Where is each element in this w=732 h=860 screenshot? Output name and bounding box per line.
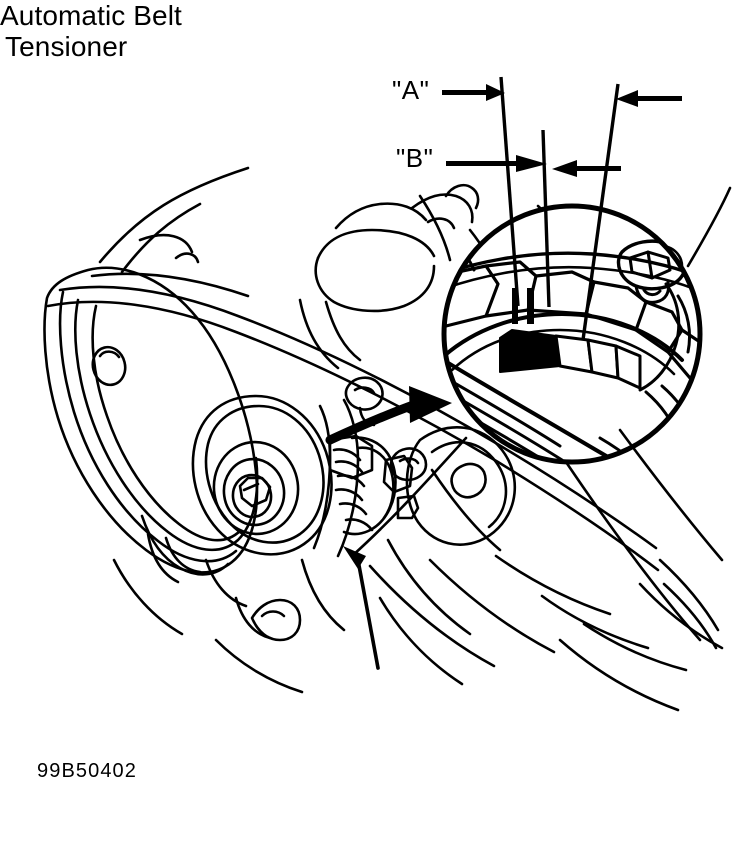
belt-lower-run: [658, 558, 720, 650]
callout-b-arrow: [446, 155, 547, 172]
magnifier-leader-lines: [350, 186, 732, 642]
tensioner-label-leader: [343, 546, 380, 670]
callout-arrows: [442, 84, 682, 177]
callout-a-arrow: [442, 84, 505, 101]
serpentine-belt: [46, 272, 660, 572]
tensioner-label-line2: Tensioner: [5, 31, 128, 63]
callout-a-line: [499, 76, 520, 307]
tensioner-rotation-arrow: [325, 386, 452, 445]
tensioner-mount-bolt: [389, 447, 428, 482]
right-range-line: [581, 83, 620, 341]
detail-circle-outline: [441, 203, 703, 465]
upper-bracket: [98, 166, 250, 274]
index-mark-a: [512, 288, 518, 324]
crankshaft-pulley: [43, 266, 259, 574]
top-right-arrow: [616, 90, 682, 107]
callout-leader-lines: [499, 76, 620, 341]
coolant-housing: [298, 183, 480, 370]
tensioner-indicator-pointer: [499, 329, 561, 373]
figure-code-label: 99B50402: [37, 760, 138, 782]
index-mark-b: [527, 288, 534, 324]
callout-label-b: "B": [396, 143, 434, 173]
automatic-belt-tensioner: [312, 376, 428, 558]
tensioner-pivot-bolt: [344, 376, 384, 411]
tensioner-label-line1: Automatic Belt: [0, 0, 182, 31]
callout-label-a: "A": [392, 75, 430, 105]
tensioner-arm-plate: [328, 434, 374, 480]
mid-right-arrow: [552, 160, 621, 177]
idler-pulley: [191, 394, 333, 556]
idler-center-bolt: [238, 476, 272, 508]
tensioner-label: Automatic Belt Tensioner: [0, 0, 732, 63]
detail-hex-bolt: [616, 239, 688, 291]
callout-b-line: [541, 129, 551, 308]
pulley-hub-hole: [91, 345, 127, 387]
